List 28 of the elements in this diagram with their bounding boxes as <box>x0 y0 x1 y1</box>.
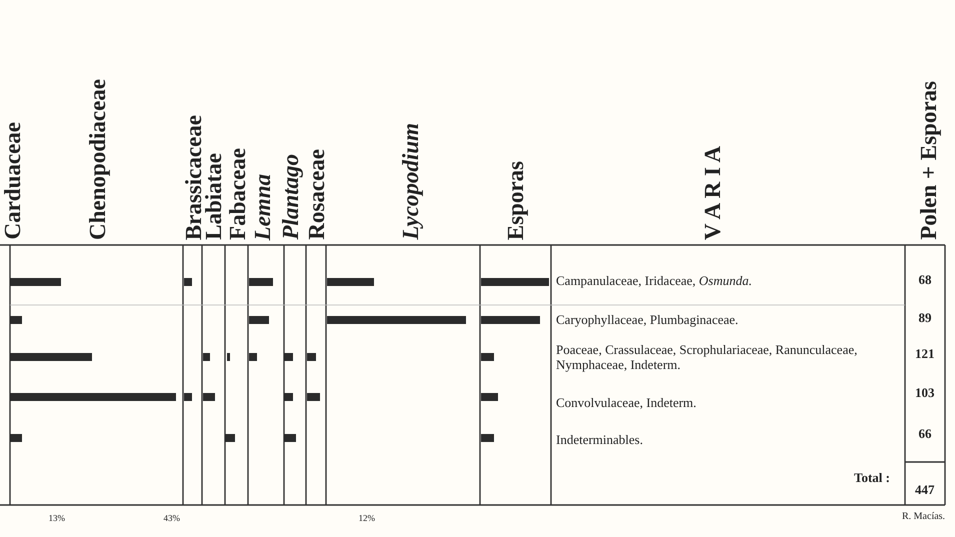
column-heading: Lycopodium <box>398 123 422 240</box>
column-heading: Plantago <box>278 154 302 240</box>
scale-value: 12% <box>358 513 375 523</box>
scale-value: 13% <box>48 513 65 523</box>
column-heading: Labiatae <box>202 153 224 240</box>
column-heading: Lemna <box>250 174 274 240</box>
taxa-list: Poaceae, Crassulaceae, Scrophulariaceae, Ranunculaceae, Nymphaceae, Indeterm. <box>556 342 886 372</box>
count-value: 66 <box>918 426 932 442</box>
column-heading: Polen + Esporas <box>916 81 940 240</box>
column-heading: Carduaceae <box>0 122 24 240</box>
column-heading: Chenopodiaceae <box>86 79 108 240</box>
author-credit: R. Macías. <box>902 511 946 522</box>
count-value: 68 <box>918 272 932 288</box>
column-heading: V A R I A <box>700 146 724 240</box>
column-heading: Brassicaceae <box>182 114 204 240</box>
column-heading: Fabaceae <box>226 148 248 240</box>
count-value: 89 <box>918 310 932 326</box>
taxa-list: Convolvulaceae, Indeterm. <box>556 395 886 410</box>
column-heading: Rosaceae <box>304 149 328 240</box>
column-heading: Esporas <box>504 160 526 240</box>
count-value: 121 <box>915 346 934 362</box>
scale-value: 43% <box>164 513 180 523</box>
taxa-list: Caryophyllaceae, Plumbaginaceae. <box>556 312 886 327</box>
taxa-list: Campanulaceae, Iridaceae, Osmunda. <box>556 273 886 288</box>
total-value: 447 <box>915 482 934 498</box>
count-value: 103 <box>915 385 934 401</box>
total-label: Total : <box>854 470 890 486</box>
taxa-list: Indeterminables. <box>556 432 886 447</box>
